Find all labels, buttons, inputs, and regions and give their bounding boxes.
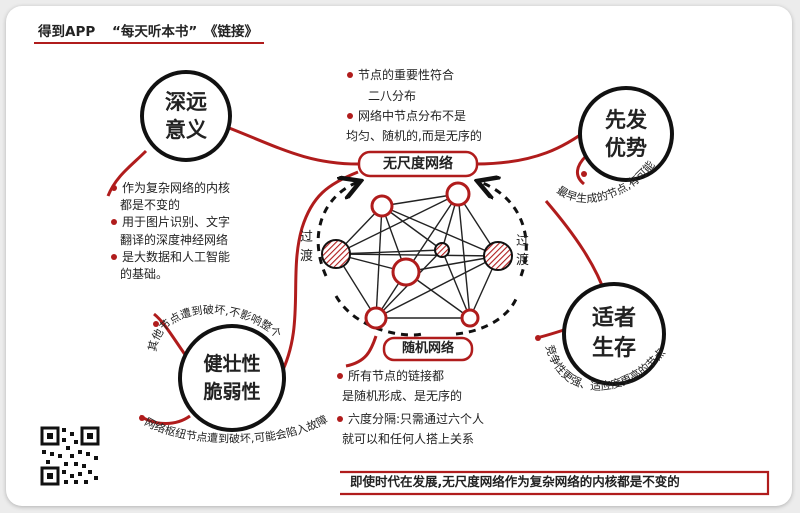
footer-box — [340, 470, 770, 496]
deep-note-line: 作为复杂网络的内核 — [122, 181, 231, 195]
transition-left-label: 过渡 — [300, 230, 314, 264]
network-node — [434, 242, 450, 258]
top-note-line: 节点的重要性符合 — [358, 68, 455, 82]
random-note-line: 六度分隔:只需通过六个人 — [348, 412, 485, 426]
curve-fragile — [278, 170, 359, 377]
deep-note-line: 都是不变的 — [120, 198, 181, 212]
qr-code-icon — [40, 426, 100, 486]
bullet-dots — [111, 72, 587, 422]
curve-deep-notes — [106, 149, 148, 197]
node-fit-label: 适者 生存 — [591, 306, 636, 361]
deep-note-line: 翻译的深度神经网络 — [120, 233, 229, 247]
node-fragile-label: 健壮性 脆弱性 — [203, 353, 261, 403]
scalefree-network-label: 无尺度网络 — [383, 156, 453, 172]
header-bracket: 《链接》 — [204, 24, 258, 40]
network-node — [391, 257, 421, 287]
random-note-line: 就可以和任何人搭上关系 — [342, 432, 475, 446]
node-deep-label: 深远 意义 — [165, 90, 207, 142]
curve-first-notes — [576, 154, 588, 186]
node-fit-circle — [562, 282, 666, 386]
header-book: “每天听本书” — [112, 24, 198, 40]
curve-first — [475, 126, 591, 166]
network-nodes — [321, 181, 513, 330]
network-node — [370, 194, 394, 218]
first-note: 最早生成的节点,有可能成为枢纽节点 — [6, 6, 657, 205]
scalefree-label-box — [357, 150, 479, 178]
node-first-circle — [578, 86, 674, 182]
transition-ring-bottom — [334, 293, 520, 337]
curve-fragile-top — [153, 312, 188, 357]
top-note-line: 均匀、随机的,而是无序的 — [346, 129, 482, 143]
footer-statement: 即使时代在发展,无尺度网络作为复杂网络的内核都是不变的 — [350, 474, 680, 489]
deep-note-line: 是大数据和人工智能 — [122, 250, 231, 264]
network-node — [445, 181, 471, 207]
random-network-label: 随机网络 — [401, 341, 454, 356]
curve-fit — [544, 200, 608, 297]
random-label-box — [382, 336, 474, 362]
random-note-line: 是随机形成、是无序的 — [342, 389, 463, 403]
transition-arrow-left — [316, 182, 358, 277]
network-node — [460, 308, 480, 328]
curve-random-notes — [345, 335, 378, 368]
deep-note-line: 的基础。 — [120, 267, 169, 281]
mind-map-diagram: 最早生成的节点,有可能成为枢纽节点 竞争性更强、适应度更高的节点会成为枢 其他节… — [6, 6, 770, 496]
node-first-label: 先发 优势 — [605, 108, 647, 160]
network-edges — [335, 193, 499, 319]
curve-deep — [223, 124, 359, 166]
top-note-line: 二八分布 — [368, 89, 417, 103]
transition-right-label: 过渡 — [516, 234, 530, 268]
random-note-line: 所有节点的链接都 — [348, 369, 445, 383]
network-node — [364, 306, 388, 330]
connector-curves — [106, 124, 608, 425]
network-hub-node — [321, 239, 351, 269]
header-brand: 得到APP — [38, 24, 96, 40]
deep-note-line: 用于图片识别、文字 — [122, 215, 231, 229]
mind-map-card: 最早生成的节点,有可能成为枢纽节点 竞争性更强、适应度更高的节点会成为枢 其他节… — [6, 6, 792, 506]
node-deep-circle — [140, 70, 232, 162]
top-note-line: 网络中节点分布不是 — [358, 109, 467, 123]
network-hub-node — [483, 241, 513, 271]
node-fragile-circle — [178, 324, 286, 432]
fragile-top-note: 其他节点遭到破坏,不影响整个网络的结构 — [6, 6, 284, 353]
transition-arrow-right — [480, 182, 528, 277]
